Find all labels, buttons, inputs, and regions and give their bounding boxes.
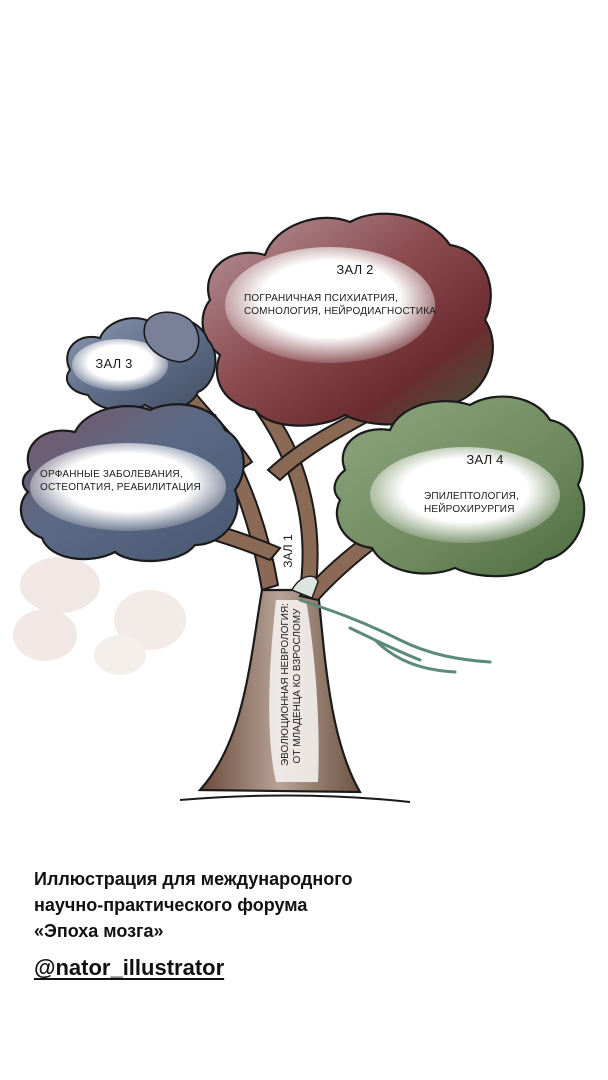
hall-1-line-1: ЭВОЛЮЦИОННАЯ НЕВРОЛОГИЯ: — [280, 603, 291, 766]
cloud-orphan — [19, 403, 245, 563]
hall-4-description: ЭПИЛЕПТОЛОГИЯ, НЕЙРОХИРУРГИЯ — [424, 490, 564, 516]
hall-2-title: ЗАЛ 2 — [336, 262, 374, 277]
green-streamer — [298, 598, 492, 674]
hall-2-line-1: ПОГРАНИЧНАЯ ПСИХИАТРИЯ, — [244, 293, 398, 304]
hall-4-line-2: НЕЙРОХИРУРГИЯ — [424, 504, 515, 515]
hall-4-title: ЗАЛ 4 — [466, 452, 504, 467]
hall-1-description: ЭВОЛЮЦИОННАЯ НЕВРОЛОГИЯ: ОТ МЛАДЕНЦА КО … — [280, 603, 304, 766]
ground-line — [179, 794, 411, 803]
caption-line-1: Иллюстрация для международного — [34, 869, 353, 889]
hall-1-title: ЗАЛ 1 — [281, 534, 295, 568]
hall-1-line-2: ОТ МЛАДЕНЦА КО ВЗРОСЛОМУ — [292, 608, 303, 764]
hall-4-line-1: ЭПИЛЕПТОЛОГИЯ, — [424, 491, 520, 502]
tree-drawing — [13, 212, 586, 803]
cloud-hall-2 — [201, 212, 494, 427]
orphan-line-2: ОСТЕОПАТИЯ, РЕАБИЛИТАЦИЯ — [40, 482, 201, 493]
caption-line-3: «Эпоха мозга» — [34, 921, 164, 941]
hall-3-title: ЗАЛ 3 — [95, 356, 133, 371]
floating-leaves — [143, 311, 319, 599]
caption-line-2: научно-практического форума — [34, 895, 308, 915]
background-blotches — [13, 557, 186, 675]
orphan-line-1: ОРФАННЫЕ ЗАБОЛЕВАНИЯ, — [40, 469, 183, 480]
caption: Иллюстрация для международного научно-пр… — [34, 866, 554, 944]
cloud-hall-4 — [333, 395, 586, 578]
hall-2-description: ПОГРАНИЧНАЯ ПСИХИАТРИЯ, СОМНОЛОГИЯ, НЕЙР… — [244, 292, 454, 318]
hall-2-line-2: СОМНОЛОГИЯ, НЕЙРОДИАГНОСТИКА — [244, 306, 437, 317]
author-handle-link[interactable]: @nator_illustrator — [34, 955, 225, 980]
orphan-description: ОРФАННЫЕ ЗАБОЛЕВАНИЯ, ОСТЕОПАТИЯ, РЕАБИЛ… — [40, 468, 230, 494]
